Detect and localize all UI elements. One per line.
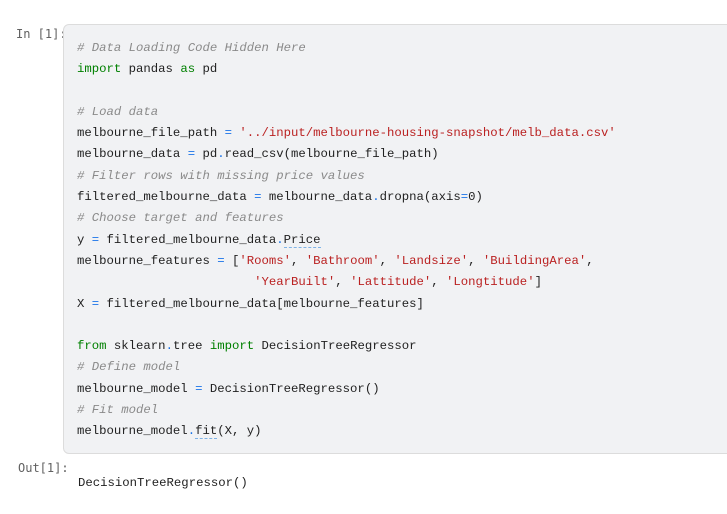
code-line: melbourne_file_path = '../input/melbourn… [77, 123, 616, 144]
string-token: 'BuildingArea' [482, 253, 587, 268]
code-token: , [291, 253, 306, 268]
code-line: melbourne_model.fit(X, y) [77, 421, 616, 442]
code-line: y = filtered_melbourne_data.Price [77, 230, 616, 251]
code-line: 'YearBuilt', 'Lattitude', 'Longtitude'] [77, 272, 616, 293]
output-prompt: Out[1]: [18, 461, 69, 475]
code-token: [ [224, 253, 240, 268]
string-token: '../input/melbourne-housing-snapshot/mel… [239, 126, 616, 141]
code-line: filtered_melbourne_data = melbourne_data… [77, 187, 616, 208]
code-token: melbourne_model [77, 381, 196, 396]
comment-token: # Fit model [77, 403, 159, 418]
code-line [77, 81, 616, 102]
string-token: 'Lattitude' [350, 275, 432, 290]
operator-token: = [460, 190, 469, 205]
comment-token: # Data Loading Code Hidden Here [77, 41, 306, 55]
cell-output: DecisionTreeRegressor() [78, 476, 248, 490]
keyword-token: import [77, 62, 122, 77]
comment-token: # Filter rows with missing price values [77, 168, 365, 183]
code-token: pd [195, 147, 218, 162]
operator-token: . [276, 232, 284, 247]
code-token: DecisionTreeRegressor() [202, 381, 380, 396]
code-line: # Filter rows with missing price values [77, 166, 616, 187]
code-token: read_csv(melbourne_file_path) [224, 147, 439, 162]
operator-token: . [187, 424, 196, 439]
comment-token: # Load data [77, 104, 159, 119]
operator-token: . [372, 190, 380, 205]
code-token: DecisionTreeRegressor [254, 339, 417, 354]
code-token: , [335, 275, 351, 290]
operator-token: = [91, 232, 100, 247]
attribute-token: Price [283, 232, 321, 248]
code-editor[interactable]: # Data Loading Code Hidden Here import pa… [77, 38, 616, 443]
code-line: X = filtered_melbourne_data[melbourne_fe… [77, 294, 616, 315]
code-token: ] [534, 275, 542, 290]
code-line [77, 315, 616, 336]
code-line: melbourne_model = DecisionTreeRegressor(… [77, 379, 616, 400]
code-token: y [77, 232, 92, 247]
string-token: 'Bathroom' [305, 253, 380, 268]
code-token: filtered_melbourne_data [99, 232, 277, 247]
code-token: tree [172, 339, 210, 354]
comment-token: # Choose target and features [77, 211, 284, 226]
code-token: melbourne_model [77, 424, 188, 439]
operator-token: = [187, 147, 196, 162]
code-token: (X, y) [217, 424, 262, 439]
code-line: # Load data [77, 102, 616, 123]
code-token: pandas [121, 62, 181, 77]
code-token: X [77, 296, 92, 311]
keyword-token: as [180, 62, 196, 77]
keyword-token: from [77, 339, 107, 354]
code-token: melbourne_file_path [77, 126, 225, 141]
code-cell-input[interactable] [63, 24, 727, 454]
operator-token: = [195, 381, 203, 396]
operator-token: . [217, 147, 225, 162]
code-line: # Choose target and features [77, 208, 616, 229]
code-token: dropna(axis [379, 190, 461, 205]
code-token: , [431, 275, 447, 290]
code-token: , [586, 253, 594, 268]
code-token: filtered_melbourne_data [77, 190, 255, 205]
code-line: # Define model [77, 357, 616, 378]
string-token: 'Longtitude' [446, 275, 535, 290]
operator-token: . [165, 339, 173, 354]
input-prompt: In [1]: [16, 27, 67, 41]
code-token [77, 275, 254, 289]
code-line: melbourne_features = ['Rooms', 'Bathroom… [77, 251, 616, 272]
code-line: melbourne_data = pd.read_csv(melbourne_f… [77, 144, 616, 165]
code-line: import pandas as pd [77, 59, 616, 80]
attribute-token: fit [195, 424, 218, 440]
code-token: melbourne_data [261, 190, 373, 205]
code-line: # Data Loading Code Hidden Here [77, 38, 616, 59]
operator-token: = [254, 190, 262, 205]
code-token: melbourne_data [77, 147, 188, 162]
code-token: pd [195, 62, 218, 77]
operator-token: = [217, 253, 225, 268]
string-token: 'Landsize' [394, 253, 469, 268]
operator-token: = [91, 296, 100, 311]
string-token: 'YearBuilt' [254, 275, 336, 290]
string-token: 'Rooms' [239, 253, 292, 268]
code-token: filtered_melbourne_data[melbourne_featur… [99, 296, 424, 311]
code-token: melbourne_features [77, 253, 218, 268]
code-token: , [379, 253, 395, 268]
code-token: sklearn [106, 339, 166, 354]
operator-token: = [224, 126, 232, 141]
code-token: 0) [468, 190, 483, 205]
code-token: , [468, 253, 483, 268]
code-line: # Fit model [77, 400, 616, 421]
comment-token: # Define model [77, 360, 181, 375]
keyword-token: import [209, 339, 255, 354]
code-line: from sklearn.tree import DecisionTreeReg… [77, 336, 616, 357]
